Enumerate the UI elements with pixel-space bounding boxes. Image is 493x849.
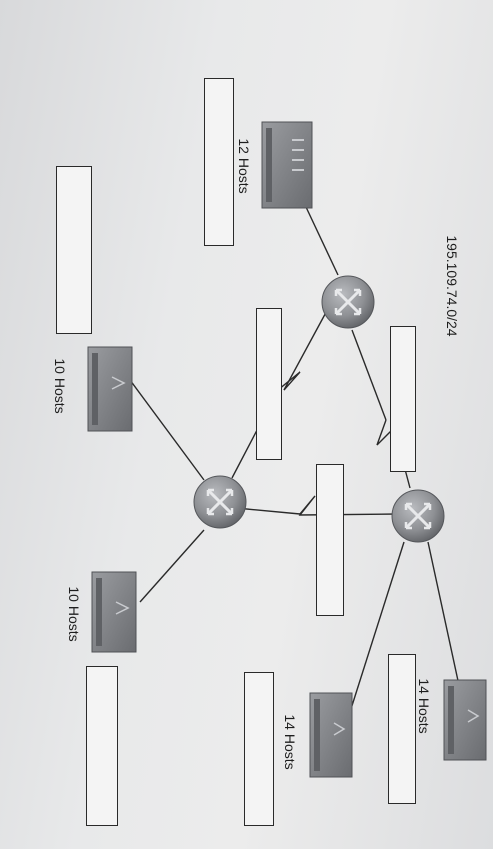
link-r2-switch-10b [139, 529, 205, 603]
hosts-label-bottom-right: 14 Hosts [416, 678, 432, 734]
answer-box[interactable] [316, 464, 344, 616]
link-r2-switch-10a [129, 379, 205, 481]
router-icon [390, 488, 446, 544]
link-r3-switch-14a [349, 541, 405, 713]
answer-box[interactable] [244, 672, 274, 826]
answer-box[interactable] [56, 166, 92, 334]
hosts-label-bottom-left: 10 Hosts [66, 586, 82, 642]
answer-box[interactable] [256, 308, 282, 460]
answer-box[interactable] [388, 654, 416, 804]
hosts-label-top-left: 12 Hosts [236, 138, 252, 194]
switch-icon [87, 346, 133, 432]
answer-box[interactable] [86, 666, 118, 826]
link-r2-serial-zigzag [231, 371, 301, 479]
hosts-label-middle-left: 10 Hosts [52, 358, 68, 414]
answer-box[interactable] [204, 78, 234, 246]
switch-icon [91, 571, 137, 653]
link-r1-r3-serial [351, 329, 387, 421]
link-r1-r2-serial [283, 304, 331, 391]
link-r2-r3 [235, 507, 301, 515]
switch-icon [309, 692, 353, 778]
router-icon [192, 474, 248, 530]
router-icon [320, 274, 376, 330]
answer-box[interactable] [390, 326, 416, 472]
switch-icon [261, 121, 313, 209]
switch-icon [443, 679, 487, 761]
network-address-label: 195.109.74.0/24 [444, 235, 460, 337]
link-r2-r3-zigzag [298, 495, 399, 516]
link-r3-switch-14b [427, 541, 461, 691]
hosts-label-bottom-mid: 14 Hosts [282, 714, 298, 770]
links [129, 189, 461, 713]
